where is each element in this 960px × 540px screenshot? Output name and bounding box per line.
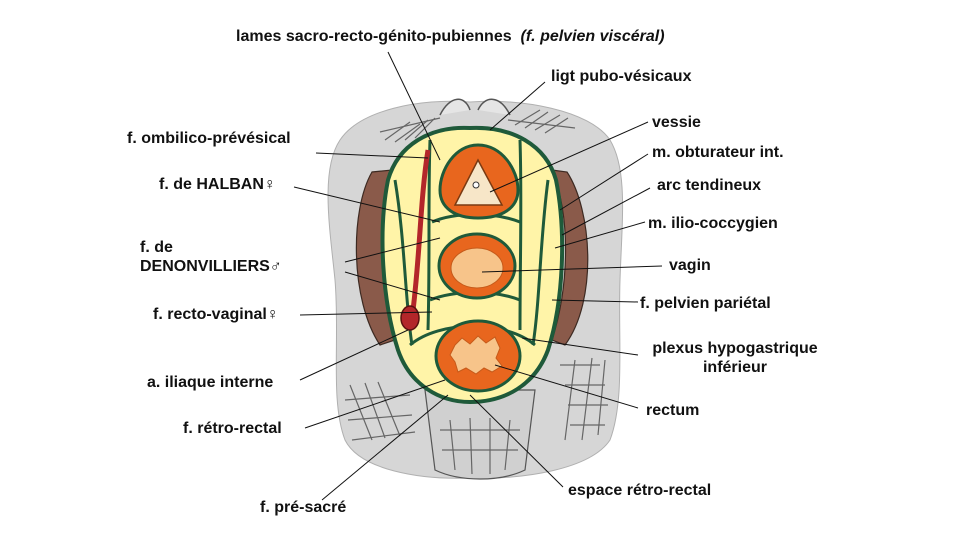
label-plexus-line2: inférieur [702, 359, 767, 376]
label-vessie: vessie [652, 114, 701, 131]
label-ilio: m. ilio-coccygien [648, 215, 778, 232]
label-recto-vaginal: f. recto-vaginal♀ [153, 306, 279, 323]
label-obturateur: m. obturateur int. [652, 144, 784, 161]
label-iliaque: a. iliaque interne [147, 374, 274, 391]
bladder [438, 143, 520, 220]
rectum [434, 319, 522, 393]
internal-iliac-artery [400, 149, 431, 331]
label-pelvien-parietal: f. pelvien pariétal [640, 295, 771, 312]
label-top-title-main: lames sacro-recto-génito-pubiennes [236, 28, 512, 45]
vagina [437, 232, 517, 300]
leader-lines [293, 51, 663, 501]
label-pre-sacre: f. pré-sacré [260, 499, 347, 516]
label-retro-rectal: f. rétro-rectal [183, 420, 282, 437]
label-ligt-pubo: ligt pubo-vésicaux [551, 68, 692, 85]
label-halban: f. de HALBAN♀ [159, 176, 276, 193]
label-vagin: vagin [669, 257, 711, 274]
label-rectum: rectum [646, 402, 700, 419]
label-top-title-paren: (f. pelvien viscéral) [520, 28, 665, 45]
label-ombilico: f. ombilico-prévésical [127, 130, 291, 147]
label-espace: espace rétro-rectal [568, 482, 712, 499]
label-arc: arc tendineux [657, 177, 762, 194]
label-denon-line2: DENONVILLIERS♂ [140, 258, 282, 275]
label-top-title: lames sacro-recto-génito-pubiennes (f. p… [236, 27, 665, 46]
label-plexus: plexus hypogastrique inférieur [640, 339, 830, 377]
label-plexus-line1: plexus hypogastrique [652, 340, 818, 357]
label-denonvilliers: f. de DENONVILLIERS♂ [140, 238, 282, 276]
label-denon-line1: f. de [140, 239, 173, 256]
